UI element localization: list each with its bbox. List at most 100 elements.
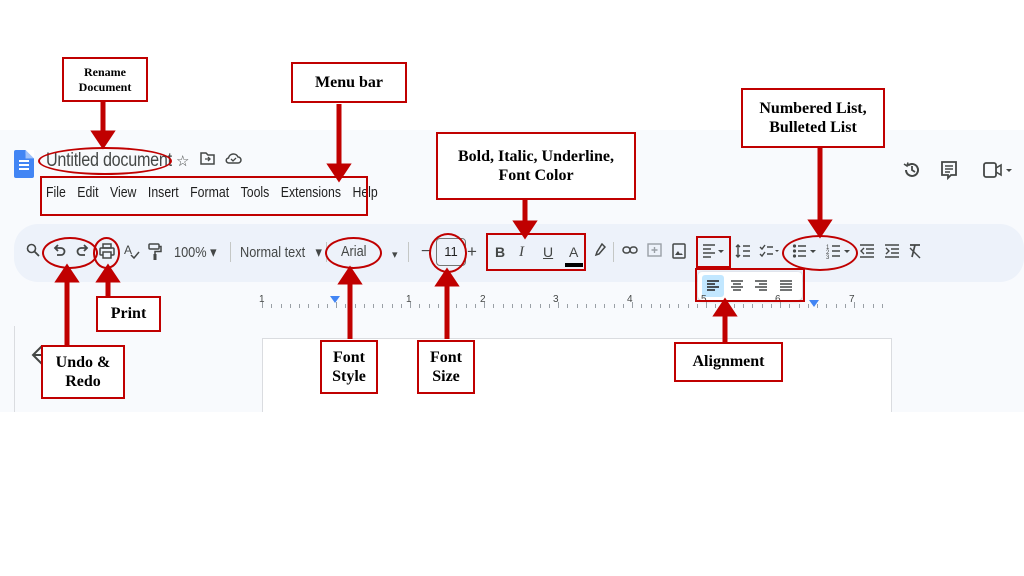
add-comment-icon[interactable] [647,243,663,264]
print-label: Print [96,296,161,332]
ruler-tick [391,304,393,308]
ruler-tick [604,304,606,308]
checklist-icon[interactable] [759,243,779,264]
ruler-tick [687,304,689,308]
align-left-option[interactable] [702,275,724,297]
ruler-label: 6 [775,294,781,305]
ruler-tick [669,304,670,308]
docs-logo-icon[interactable] [14,150,34,178]
ruler-label: 3 [553,294,559,305]
font-highlight-ring [325,237,382,269]
align-left-icon[interactable] [702,243,726,264]
text-color-swatch [565,263,583,267]
menu-highlight-box [40,176,368,216]
ruler-tick [326,304,328,308]
paragraph-style-select[interactable]: Normal text ▾ [240,243,322,261]
move-folder-icon[interactable] [200,151,215,169]
ruler-tick [262,302,263,308]
alignment-label: Alignment [674,342,783,382]
underline-button[interactable]: U [543,244,554,260]
print-highlight-ring [93,237,120,269]
align-right-option[interactable] [750,275,772,302]
rename-document-label: Rename Document [62,57,148,102]
line-spacing-icon[interactable] [735,243,751,264]
menu-tools[interactable]: Tools [240,184,270,201]
highlight-pen-icon[interactable] [594,242,607,264]
lists-highlight-ring [782,235,858,271]
menu-format[interactable]: Format [190,184,230,201]
ruler-tick [817,304,818,308]
right-indent-marker[interactable] [809,300,819,307]
align-button-highlight-box [696,236,731,268]
ruler-tick [881,304,883,308]
menu-view[interactable]: View [109,184,137,201]
decrease-indent-icon[interactable] [859,243,875,264]
increase-indent-icon[interactable] [884,243,900,264]
menu-help[interactable]: Help [352,184,378,201]
ruler-tick [317,304,319,308]
bold-button[interactable]: B [495,244,506,260]
ruler-tick [410,302,411,308]
ruler-tick [299,304,300,308]
menu-insert[interactable]: Insert [147,184,179,201]
divider [408,242,409,262]
menu-extensions[interactable]: Extensions [280,184,341,201]
font-size-highlight-ring [429,233,467,273]
paragraph-style-value: Normal text [240,244,306,261]
ruler-tick [548,304,550,308]
left-indent-marker[interactable] [330,296,340,303]
cloud-status-icon[interactable] [225,151,242,169]
insert-link-icon[interactable] [622,243,638,262]
ruler-tick [428,304,430,308]
comments-icon[interactable] [940,160,958,184]
ruler-tick [706,302,707,308]
ruler-tick [659,304,661,308]
ruler-tick [576,304,578,308]
ruler-tick [622,304,624,308]
decrease-font-size-icon[interactable]: − [421,243,431,260]
ruler-tick [632,302,633,308]
zoom-select[interactable]: 100% ▾ [174,243,217,261]
ruler-tick [521,304,522,308]
ruler-tick [761,304,763,308]
menu-edit[interactable]: Edit [77,184,99,201]
ruler-tick [743,304,744,308]
increase-font-size-icon[interactable]: + [467,242,477,261]
paint-format-icon[interactable] [148,243,162,266]
ruler-tick [567,304,569,308]
alignment-menu-highlight-box [695,268,805,302]
ruler-tick [447,304,448,308]
text-color-button[interactable]: A [569,244,579,260]
ruler-tick [373,304,374,308]
menu-file[interactable]: File [46,184,66,201]
insert-image-icon[interactable] [672,243,686,264]
meet-icon[interactable] [982,160,1014,184]
ruler-tick [696,304,698,308]
align-center-option[interactable] [726,275,748,302]
ruler-tick [863,304,865,308]
ruler-tick [798,304,800,308]
ruler-tick [271,304,273,308]
font-size-label: Font Size [417,340,475,394]
ruler-tick [419,304,421,308]
italic-button[interactable]: I [519,244,524,260]
ruler-tick [345,304,347,308]
chevron-down-icon[interactable]: ▾ [392,249,398,261]
svg-text:A: A [124,243,132,257]
title-highlight-ring [38,147,172,175]
clear-formatting-icon[interactable] [908,243,922,264]
ruler-tick [835,304,837,308]
ruler-tick [650,304,652,308]
search-menus-icon[interactable] [26,243,40,262]
ruler-tick [465,304,467,308]
version-history-icon[interactable] [902,160,922,184]
ruler-label: 5 [701,294,707,305]
justify-option[interactable] [775,275,797,302]
ruler-tick [724,304,726,308]
spellcheck-icon[interactable]: A [124,243,140,265]
ruler-tick [595,304,596,308]
menu-bar: File Edit View Insert Format Tools Exten… [46,184,389,201]
ruler-tick [641,304,643,308]
star-icon[interactable]: ☆ [176,153,190,170]
ruler-tick [789,304,791,308]
